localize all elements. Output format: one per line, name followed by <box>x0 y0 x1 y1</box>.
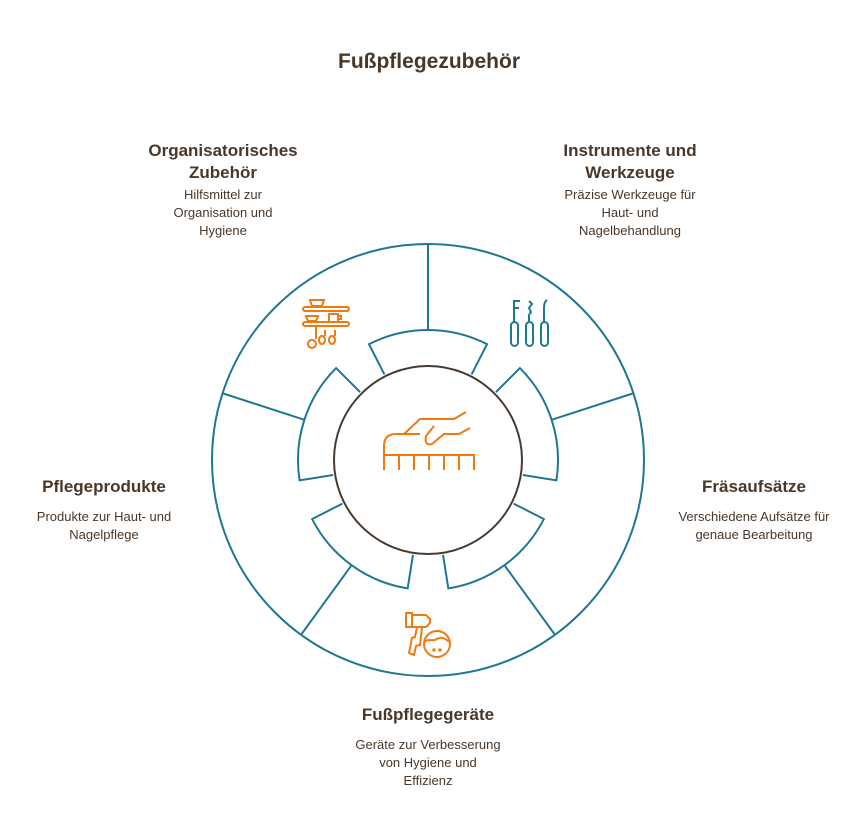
category-instrumente-werkzeuge: Instrumente und Werkzeuge Präzise Werkze… <box>540 140 720 240</box>
ring-segment <box>495 366 559 482</box>
category-title: Instrumente und Werkzeuge <box>563 141 697 182</box>
category-description: Präzise Werkzeuge für Haut- und Nagelbeh… <box>564 187 696 238</box>
category-title: Fräsaufsätze <box>702 477 806 496</box>
category-description: Produkte zur Haut- und Nagelpflege <box>36 509 172 542</box>
category-title: Fußpflegegeräte <box>361 705 495 724</box>
ring-segment <box>442 502 546 590</box>
foot-device-icon <box>405 612 451 658</box>
instruments-icon <box>510 299 549 347</box>
ring-divider <box>300 564 353 636</box>
hand-brush-icon <box>383 411 475 470</box>
shelf-icon <box>302 299 350 349</box>
diagram-title: Fußpflegezubehör <box>338 50 520 73</box>
category-description: Verschiedene Aufsätze für genaue Bearbei… <box>678 509 830 542</box>
ring-segment <box>310 502 414 590</box>
ring-segment <box>367 329 489 375</box>
category-fraesaufsaetze: Fräsaufsätze Verschiedene Aufsätze für g… <box>664 476 844 544</box>
category-description: Hilfsmittel zur Organisation und Hygiene <box>173 187 273 238</box>
ring-divider <box>551 392 634 421</box>
ring-divider <box>222 392 305 421</box>
category-organisatorisches-zubehoer: Organisatorisches Zubehör Hilfsmittel zu… <box>123 140 323 240</box>
ring-segment <box>297 366 361 482</box>
category-fusspflegegeraete: Fußpflegegeräte Geräte zur Verbesserung … <box>338 704 518 790</box>
ring-divider <box>503 564 556 636</box>
category-description: Geräte zur Verbesserung von Hygiene und … <box>355 737 501 788</box>
category-pflegeprodukte: Pflegeprodukte Produkte zur Haut- und Na… <box>14 476 194 544</box>
category-title: Pflegeprodukte <box>42 477 166 496</box>
category-title: Organisatorisches Zubehör <box>148 141 298 182</box>
